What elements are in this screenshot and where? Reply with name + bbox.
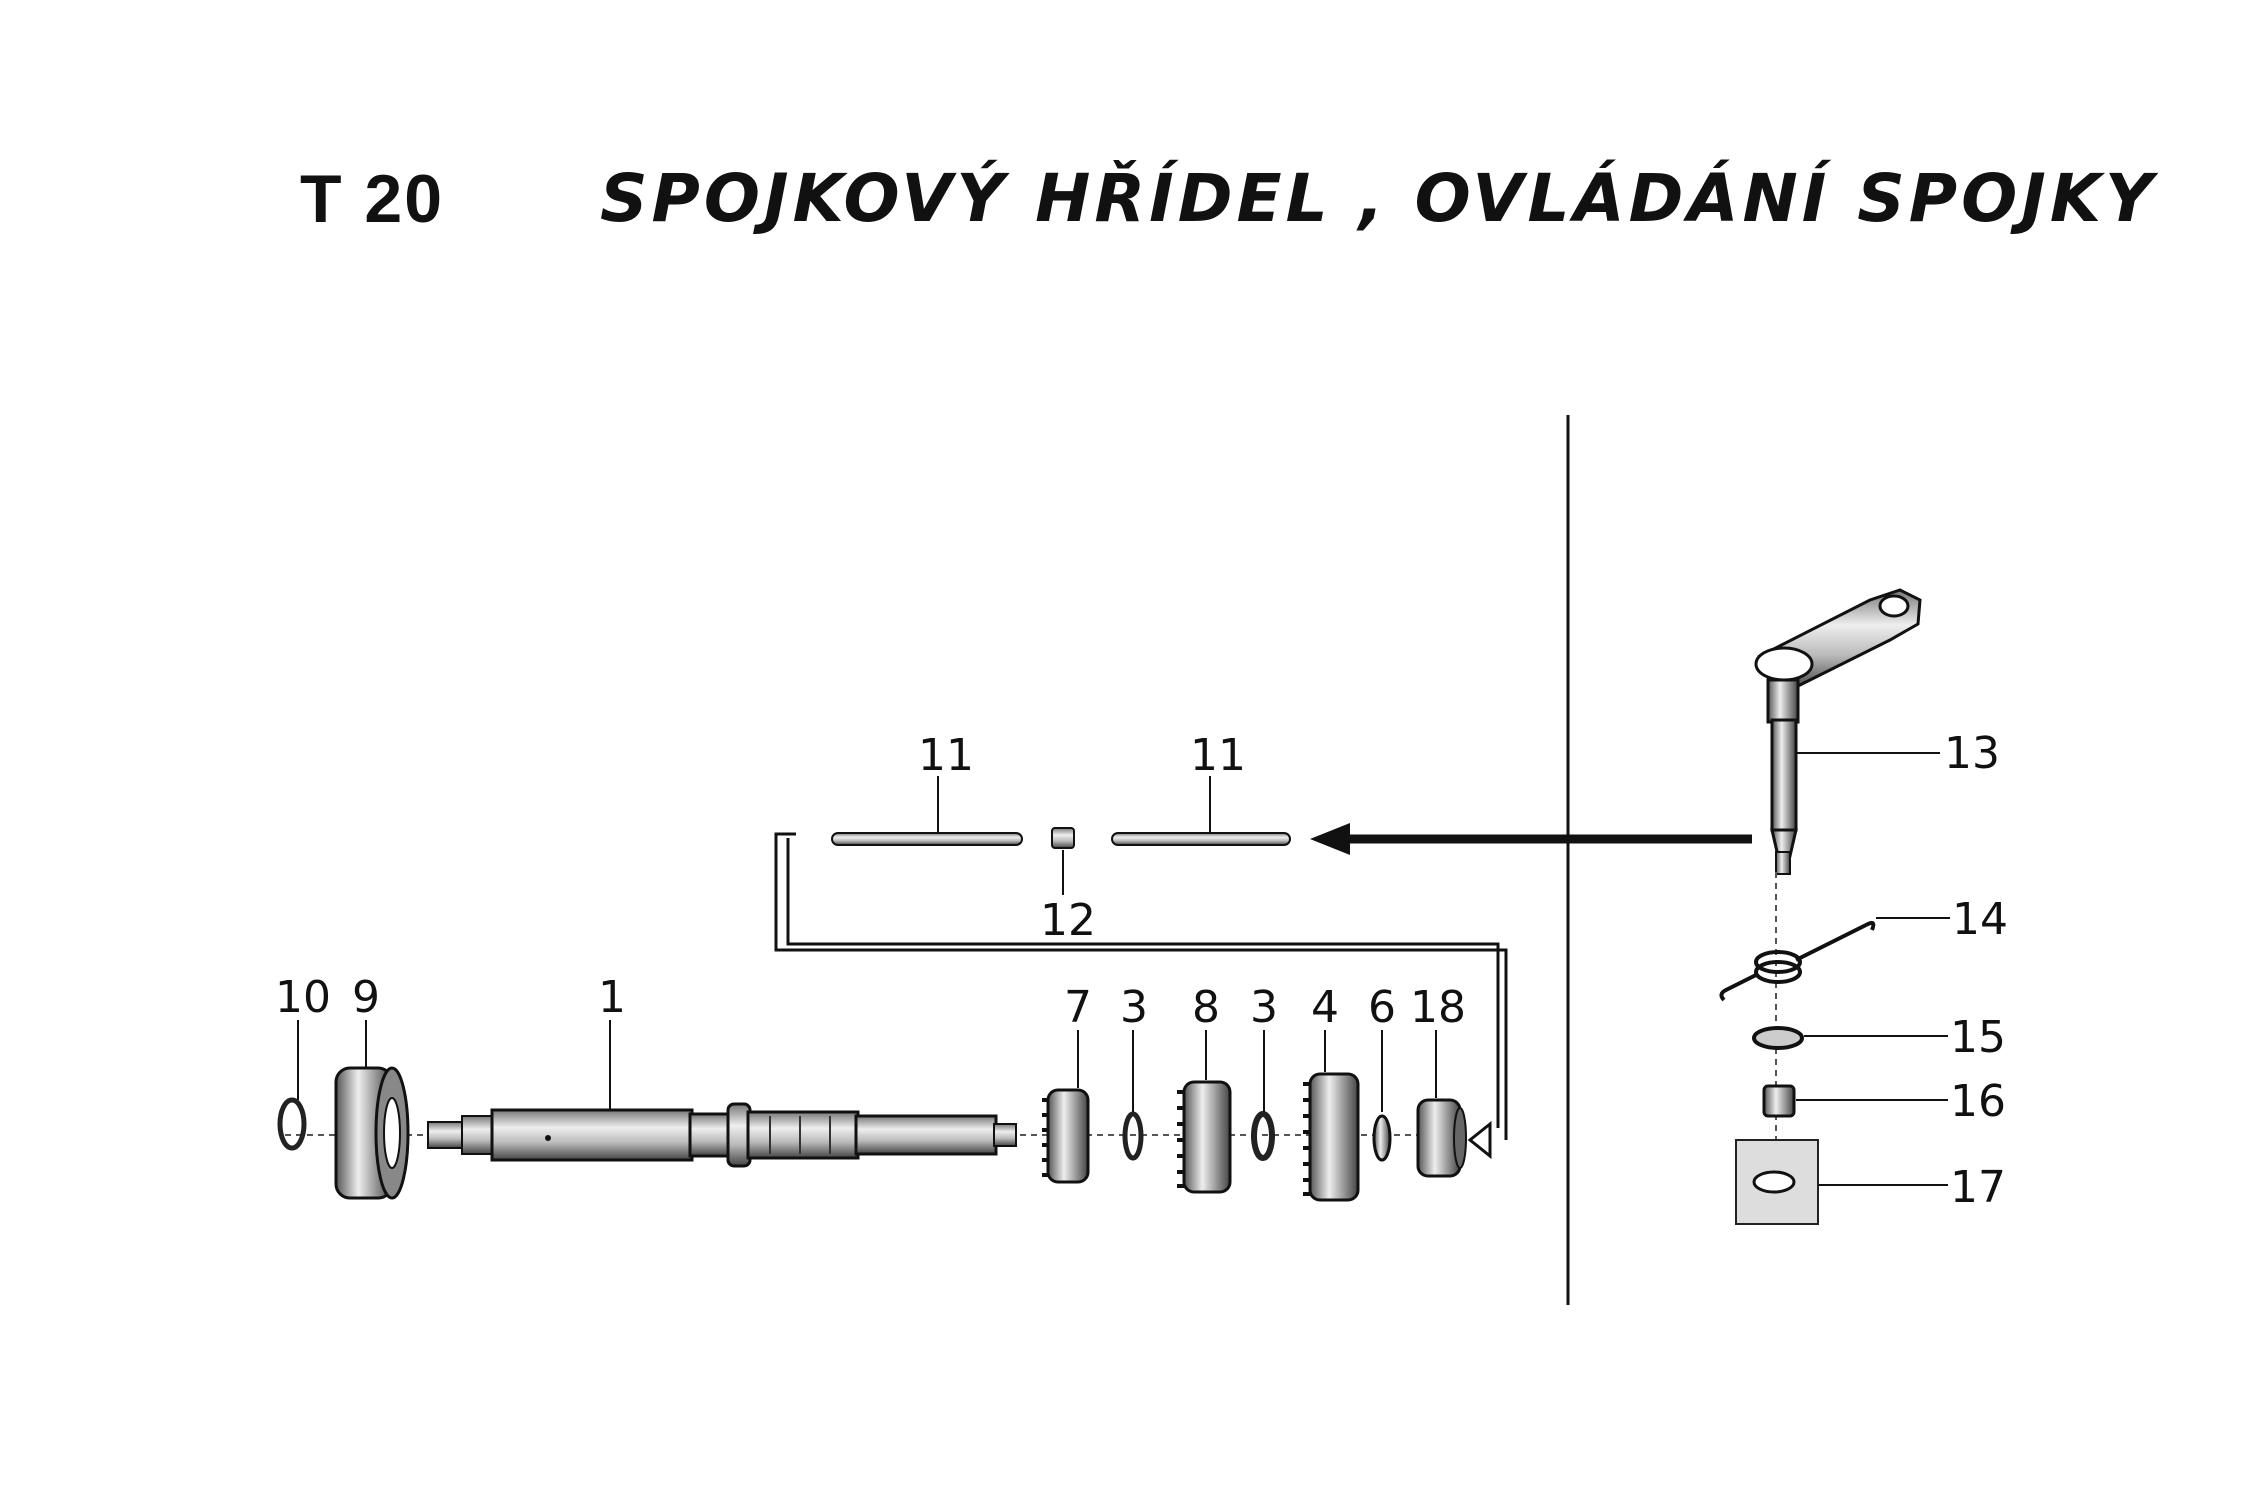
part-18-nut <box>1416 1098 1467 1178</box>
part-14-return-spring <box>1719 920 1876 1002</box>
callout-8: 8 <box>1192 982 1220 1033</box>
callout-17: 17 <box>1950 1162 2006 1213</box>
part-9-bearing <box>334 1066 410 1200</box>
part-3-washer-b <box>1251 1111 1275 1161</box>
part-12-ball <box>1051 827 1075 849</box>
direction-arrow <box>1310 823 1752 855</box>
part-11-push-rod-b <box>1111 832 1291 846</box>
part-4-gear <box>1303 1072 1360 1202</box>
page-title: SPOJKOVÝ HŘÍDEL , OVLÁDÁNÍ SPOJKY <box>600 160 2157 237</box>
part-15-washer <box>1752 1026 1804 1050</box>
part-6-ring <box>1372 1114 1392 1162</box>
part-7-gear <box>1042 1088 1090 1184</box>
callout-18: 18 <box>1410 982 1466 1033</box>
callout-3-b: 3 <box>1250 982 1278 1033</box>
callout-14: 14 <box>1952 894 2008 945</box>
callout-10: 10 <box>275 972 331 1023</box>
part-10-circlip <box>277 1097 307 1151</box>
assembly-route-arrow <box>774 832 1508 1160</box>
part-3-washer-a <box>1122 1111 1144 1161</box>
callout-12: 12 <box>1040 895 1096 946</box>
part-1-clutch-shaft <box>427 1102 1017 1168</box>
callout-11-b: 11 <box>1190 730 1246 781</box>
part-8-gear <box>1177 1080 1232 1194</box>
part-17-plate <box>1735 1139 1819 1225</box>
callout-4: 4 <box>1311 982 1339 1033</box>
callout-7: 7 <box>1064 982 1092 1033</box>
callout-6: 6 <box>1368 982 1396 1033</box>
callout-15: 15 <box>1950 1012 2006 1063</box>
page-code: T 20 <box>300 161 445 237</box>
part-13-clutch-lever <box>1754 588 1922 875</box>
callout-13: 13 <box>1944 728 2000 779</box>
leader-lines <box>297 752 1950 1186</box>
callout-11-a: 11 <box>918 730 974 781</box>
callout-9: 9 <box>352 972 380 1023</box>
callout-1: 1 <box>598 972 626 1023</box>
callout-16: 16 <box>1950 1076 2006 1127</box>
callout-3-a: 3 <box>1120 982 1148 1033</box>
part-11-push-rod-a <box>831 832 1023 846</box>
part-16-bush <box>1762 1084 1796 1118</box>
